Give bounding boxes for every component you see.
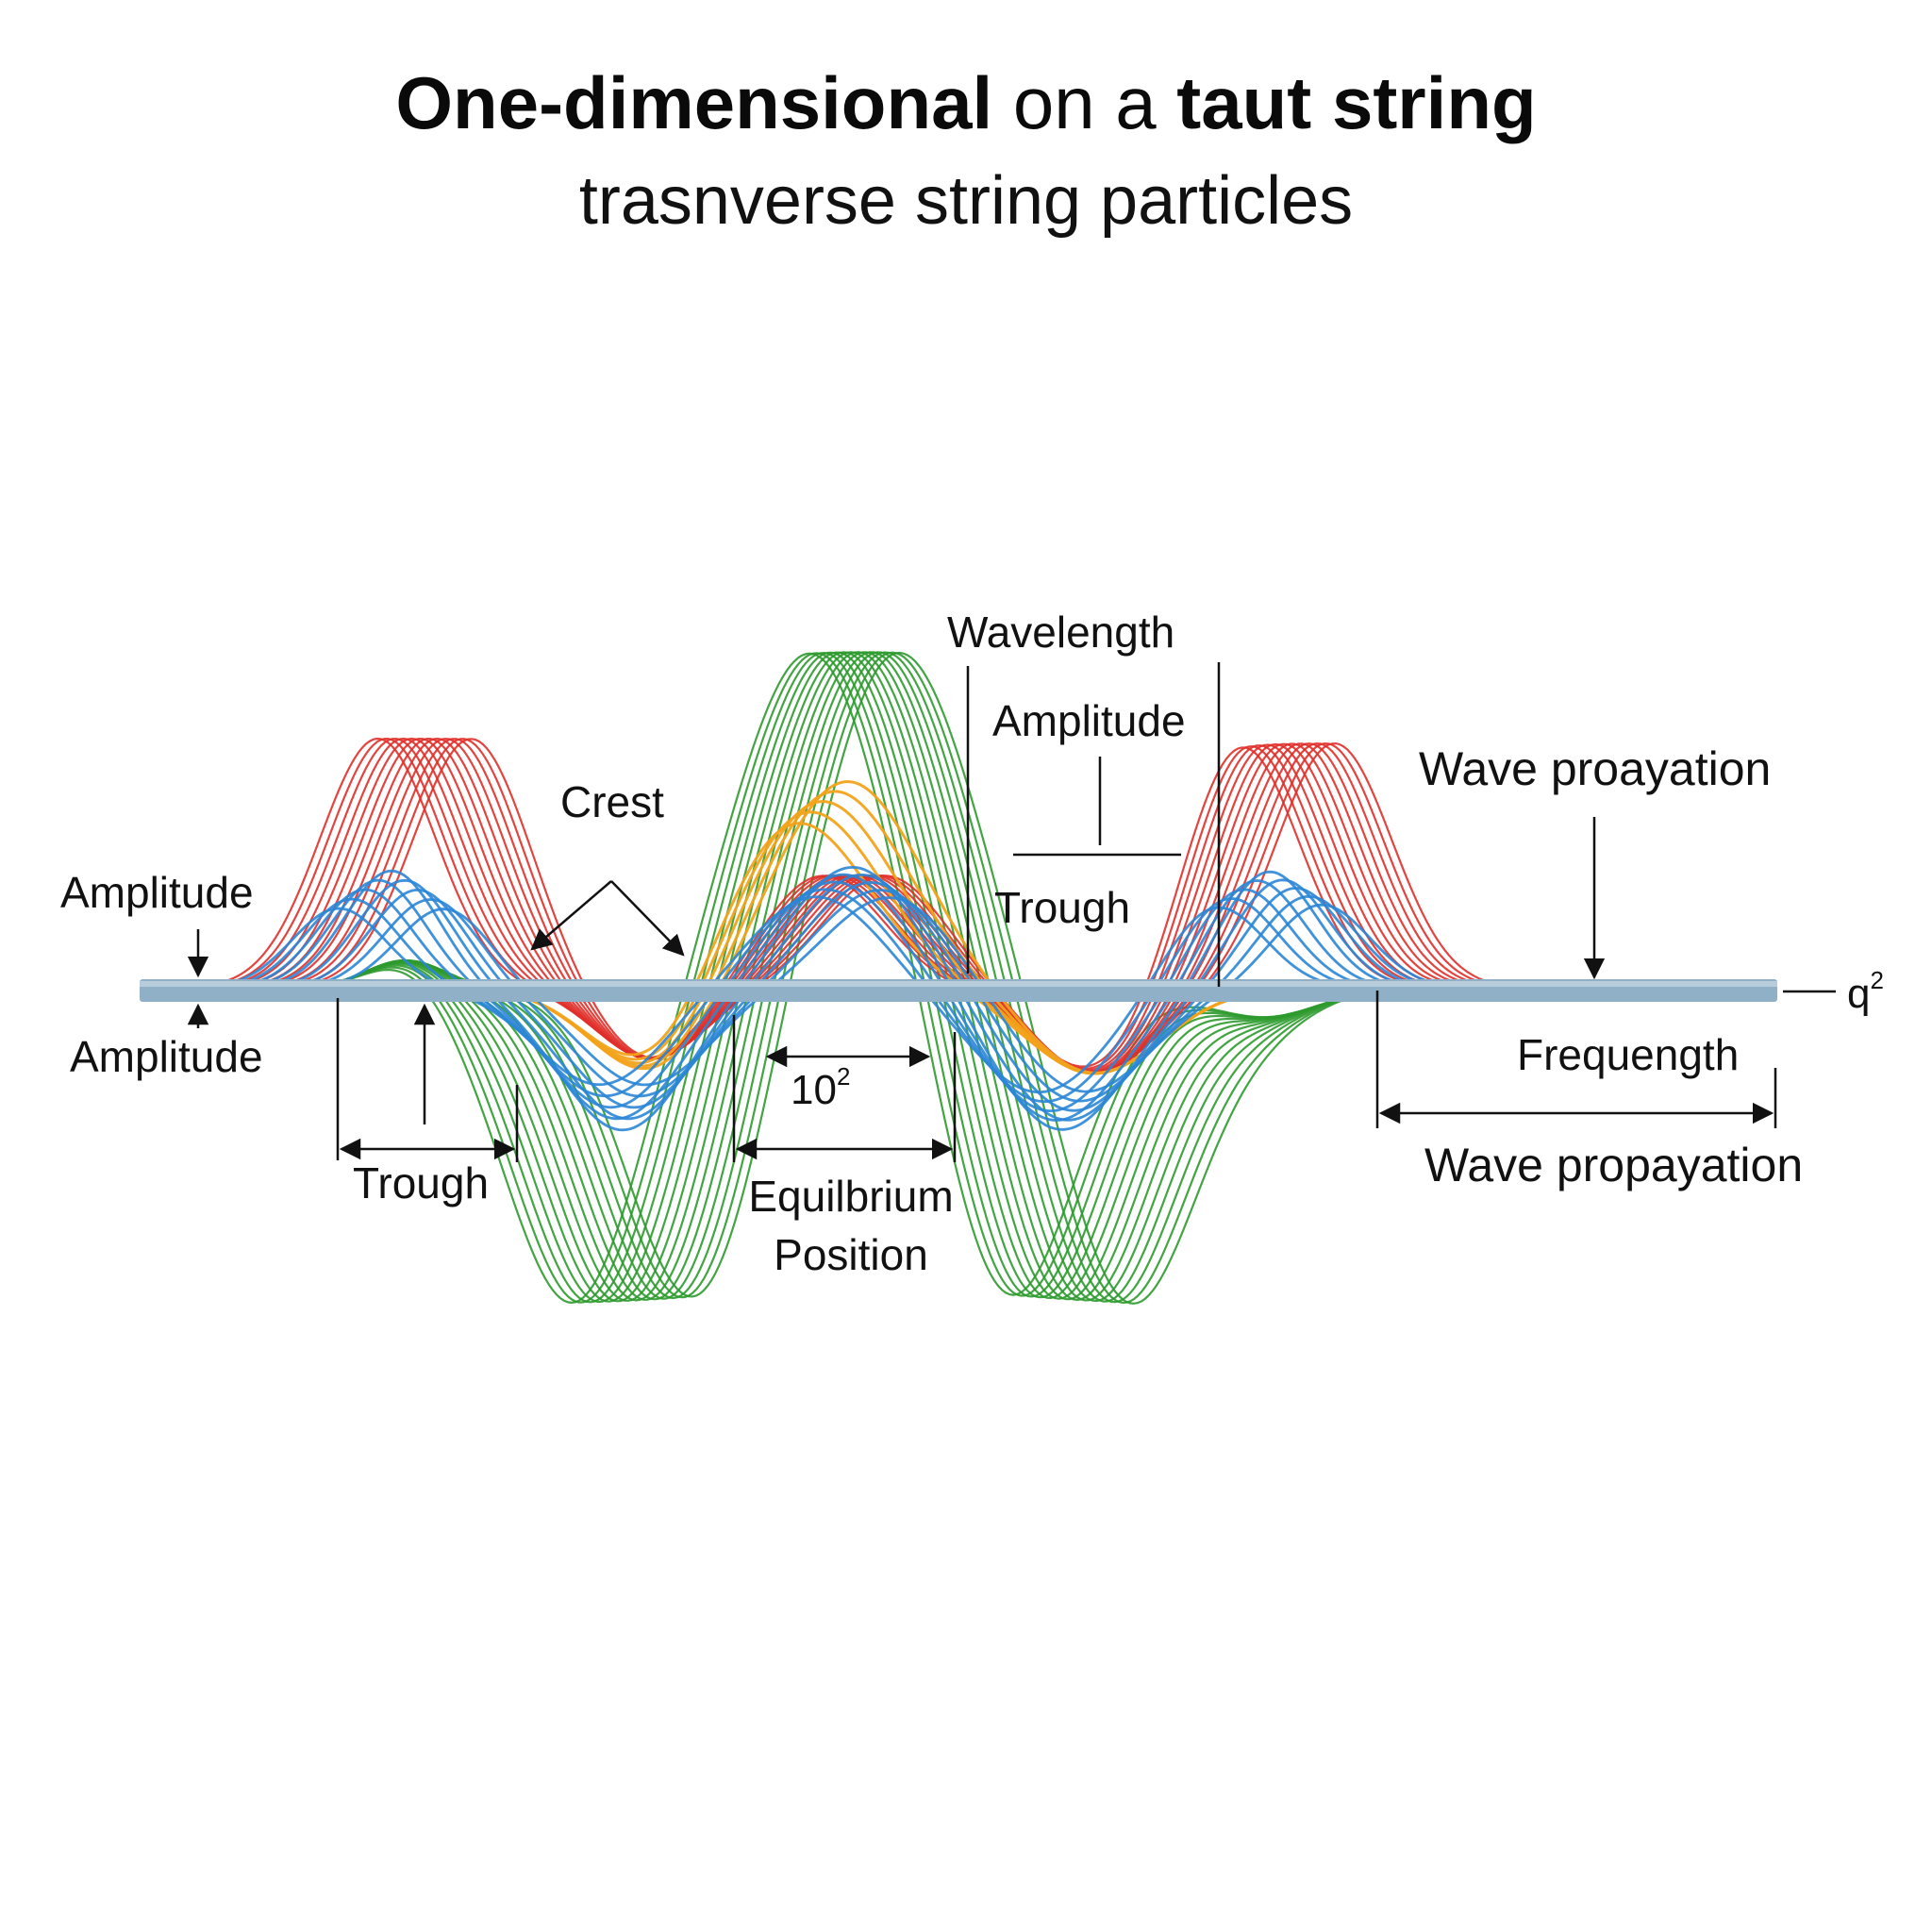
title-part-one-dimensional: One-dimensional: [395, 61, 993, 144]
taut-string-highlight: [140, 981, 1777, 987]
label-crest: Crest: [560, 777, 664, 826]
label-amplitude-left-top: Amplitude: [60, 868, 254, 917]
label-trough-mid: Trough: [994, 883, 1130, 932]
label-equilibrium-line1: Equilbrium: [748, 1172, 953, 1221]
label-wave-propagation-top: Wave proayation: [1419, 742, 1771, 795]
red-wave-line: [189, 737, 1510, 1074]
label-q-squared: q2: [1847, 966, 1884, 1017]
crest-pointer-left: [530, 880, 612, 951]
q-base: q: [1847, 971, 1870, 1017]
ten-base: 10: [791, 1067, 837, 1113]
title-part-on-a: on a: [1012, 61, 1157, 144]
crest-pointer-right: [610, 880, 685, 957]
red-wave-line: [189, 738, 1510, 1074]
label-equilibrium-line2: Position: [774, 1230, 928, 1279]
annotation-lines: [187, 662, 1836, 1162]
blue-wave-line: [188, 888, 1509, 1104]
wave-mesh: [188, 651, 1510, 1305]
label-amplitude-mid: Amplitude: [992, 696, 1186, 745]
label-trough-left: Trough: [353, 1158, 489, 1208]
title-part-taut-string: taut string: [1176, 61, 1537, 144]
label-frequength: Frequength: [1517, 1030, 1739, 1079]
label-amplitude-left-bottom: Amplitude: [70, 1032, 263, 1081]
label-wave-propagation-bottom: Wave propayation: [1424, 1139, 1803, 1191]
blue-wave-line: [189, 896, 1510, 1093]
blue-wave-line: [189, 881, 1509, 1112]
q-exponent: 2: [1870, 966, 1883, 994]
green-wave-line: [236, 651, 1376, 1303]
blue-wave-line: [189, 880, 1509, 1113]
blue-wave-line: [189, 889, 1509, 1103]
label-ten-squared: 102: [791, 1062, 850, 1113]
ten-exponent: 2: [837, 1062, 850, 1091]
diagram-subtitle: trasnverse string particles: [578, 163, 1354, 239]
green-wave-line: [236, 651, 1376, 1303]
diagram-title: One-dimensional on a taut string: [0, 60, 1932, 146]
green-wave-line: [236, 651, 1376, 1304]
blue-wave-line: [188, 895, 1509, 1094]
label-wavelength: Wavelength: [947, 608, 1174, 657]
blue-wave-line: [189, 873, 1509, 1122]
